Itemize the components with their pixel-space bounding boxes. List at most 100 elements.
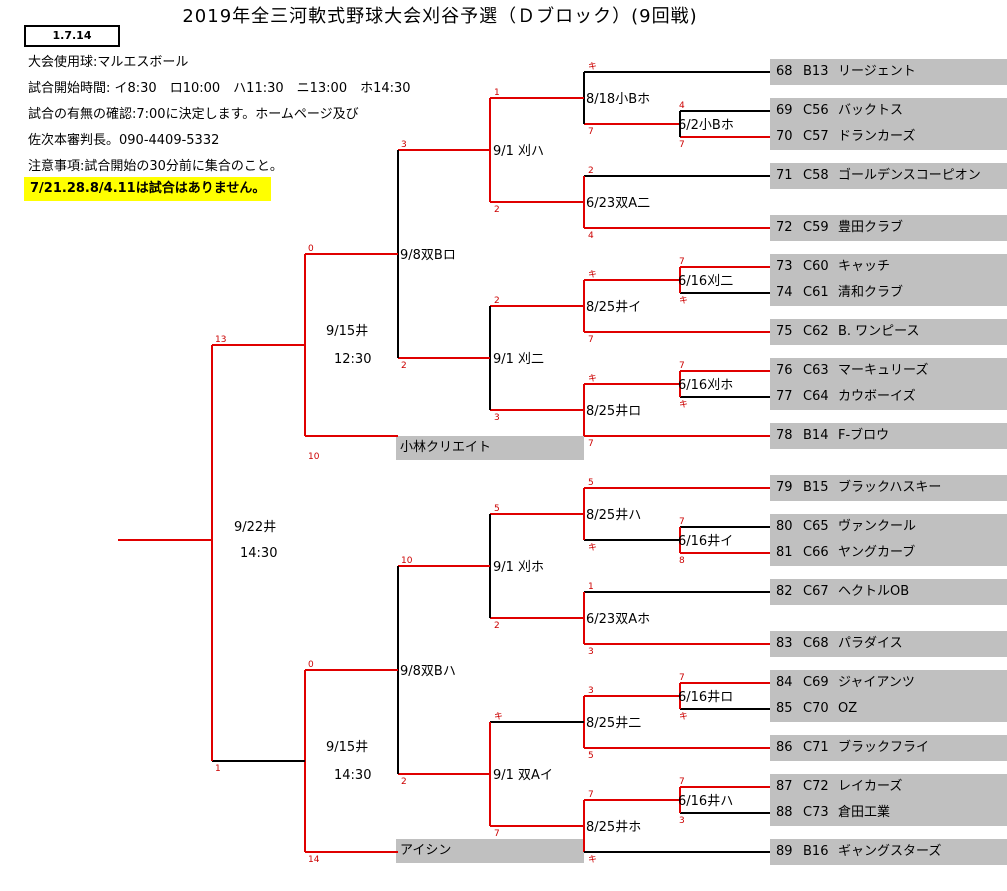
team-number: 71 <box>776 168 793 183</box>
match-label: 9/15井 <box>326 324 368 339</box>
team-name: カウボーイズ <box>838 389 916 404</box>
score: 5 <box>494 504 500 514</box>
team-name: パラダイス <box>838 636 903 651</box>
match-label: 8/18小Bホ <box>586 92 650 107</box>
match-label: 8/25井ハ <box>586 508 641 523</box>
team-number: 86 <box>776 740 793 755</box>
team-name: ブラックハスキー <box>838 480 942 495</box>
team-name: ヤングカーブ <box>838 545 916 560</box>
team-name: キャッチ <box>838 259 891 274</box>
team-code: C62 <box>803 324 829 339</box>
team-number: 79 <box>776 480 793 495</box>
score: 0 <box>308 660 314 670</box>
team-row: 71 C58 ゴールデンスコーピオン <box>770 163 1007 189</box>
score: 4 <box>679 101 685 111</box>
score: 2 <box>588 166 594 176</box>
no-game-notice: 7/21.28.8/4.11は試合はありません。 <box>24 177 272 201</box>
score: 2 <box>401 361 407 371</box>
score: 7 <box>679 140 685 150</box>
match-label: 6/23双Aホ <box>586 612 650 627</box>
info-start-times: 試合開始時間: イ8:30 ロ10:00 ハ11:30 ニ13:00 ホ14:3… <box>28 81 411 96</box>
team-code: C57 <box>803 129 829 144</box>
match-label: 9/8双Bハ <box>400 664 456 679</box>
team-name: OZ <box>838 701 858 716</box>
score: キ <box>679 296 688 306</box>
team-number: 69 <box>776 103 793 118</box>
score: キ <box>588 270 597 280</box>
info-confirmation: 試合の有無の確認:7:00に決定します。ホームページ及び <box>28 107 359 122</box>
team-code: C70 <box>803 701 829 716</box>
team-code: C72 <box>803 779 829 794</box>
team-number: 84 <box>776 675 793 690</box>
match-time: 12:30 <box>334 352 371 367</box>
team-name: ドランカーズ <box>838 129 916 144</box>
score: 5 <box>588 751 594 761</box>
match-label: 6/23双A二 <box>586 196 650 211</box>
round2-brackets <box>490 71 770 853</box>
page-title: 2019年全三河軟式野球大会刈谷予選（Ｄブロック）(9回戦) <box>182 6 698 27</box>
score: 7 <box>588 439 594 449</box>
team-code: C56 <box>803 103 829 118</box>
round5-brackets <box>212 254 398 853</box>
match-label: 9/1 刈ホ <box>493 560 544 575</box>
score: 8 <box>679 556 685 566</box>
team-number: 87 <box>776 779 793 794</box>
team-number: 78 <box>776 428 793 443</box>
score: キ <box>588 374 597 384</box>
match-label: 9/8双Bロ <box>400 248 456 263</box>
match-label: 6/16刈ホ <box>678 378 733 393</box>
match-label: 6/16井ハ <box>678 794 733 809</box>
team-name: ギャングスターズ <box>838 844 942 859</box>
match-label: 9/1 刈ハ <box>493 144 544 159</box>
round1-brackets <box>584 110 770 814</box>
score: 10 <box>401 556 413 566</box>
match-time: 14:30 <box>334 768 371 783</box>
team-code: C65 <box>803 519 829 534</box>
score: 0 <box>308 244 314 254</box>
score: 7 <box>588 790 594 800</box>
score: 1 <box>494 88 500 98</box>
score: 3 <box>588 647 594 657</box>
team-code: C58 <box>803 168 829 183</box>
team-name: F-ブロウ <box>838 428 890 443</box>
team-code: B16 <box>803 844 829 859</box>
team-name: 豊田クラブ <box>838 220 904 235</box>
team-name: ジャイアンツ <box>838 675 915 690</box>
match-label: 9/1 刈二 <box>493 352 544 367</box>
match-label: 6/2小Bホ <box>678 118 734 133</box>
score: 7 <box>679 673 685 683</box>
match-label: 8/25井二 <box>586 716 641 731</box>
score: 1 <box>588 582 594 592</box>
team-name: リージェント <box>838 64 916 79</box>
match-label: 6/16井ロ <box>678 690 733 705</box>
score: 3 <box>588 686 594 696</box>
score: 7 <box>679 517 685 527</box>
team-number: 80 <box>776 519 793 534</box>
score: 7 <box>588 127 594 137</box>
team-number: 74 <box>776 285 793 300</box>
match-label: 8/25井ロ <box>586 404 641 419</box>
team-code: C73 <box>803 805 829 820</box>
final-match-label: 9/22井 <box>234 520 276 535</box>
team-code: C68 <box>803 636 829 651</box>
info-contact: 佐次本審判長。090-4409-5332 <box>28 133 220 148</box>
round4-brackets <box>305 150 399 774</box>
score: キ <box>679 712 688 722</box>
score: 7 <box>588 335 594 345</box>
team-name: ヴァンクール <box>838 519 917 534</box>
info-ball: 大会使用球:マルエスボール <box>28 55 189 70</box>
team-code: B13 <box>803 64 829 79</box>
score: 2 <box>494 621 500 631</box>
team-name: ゴールデンスコーピオン <box>838 168 981 183</box>
team-name: マーキュリーズ <box>838 363 929 378</box>
